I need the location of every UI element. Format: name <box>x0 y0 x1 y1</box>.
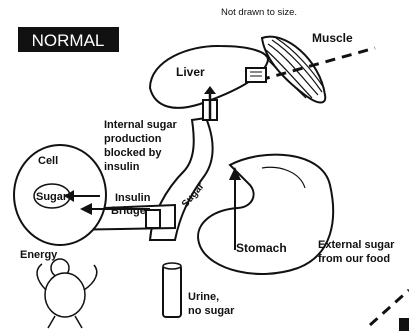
normal-badge: NORMAL <box>18 27 119 52</box>
cell-sugar-label: Sugar <box>36 191 68 203</box>
internal-sugar-line3: blocked by <box>104 147 162 159</box>
muscle-label: Muscle <box>312 31 353 45</box>
normal-badge-text: NORMAL <box>32 31 105 50</box>
internal-sugar-line2: production <box>104 133 162 145</box>
muscle-receptor <box>246 68 266 82</box>
urine-tube <box>163 265 181 317</box>
external-sugar-line1: External sugar <box>318 239 395 251</box>
external-sugar-line2: from our food <box>318 253 390 265</box>
stomach-shape <box>198 155 333 274</box>
stomach-label: Stomach <box>236 241 287 255</box>
internal-sugar-line4: insulin <box>104 161 140 173</box>
insulin-receptor <box>146 210 160 228</box>
energy-figure <box>37 259 97 328</box>
scale-note: Not drawn to size. <box>221 7 297 18</box>
internal-sugar-line1: Internal sugar <box>104 119 177 131</box>
insulin-bridge-line2: Bridge <box>111 205 146 217</box>
urine-line2: no sugar <box>188 305 235 317</box>
cell-label: Cell <box>38 155 58 167</box>
urine-line1: Urine, <box>188 291 219 303</box>
insulin-bridge-line1: Insulin <box>115 192 151 204</box>
liver-label: Liver <box>176 65 205 79</box>
energy-label: Energy <box>20 249 58 261</box>
corner-mark <box>399 318 409 331</box>
